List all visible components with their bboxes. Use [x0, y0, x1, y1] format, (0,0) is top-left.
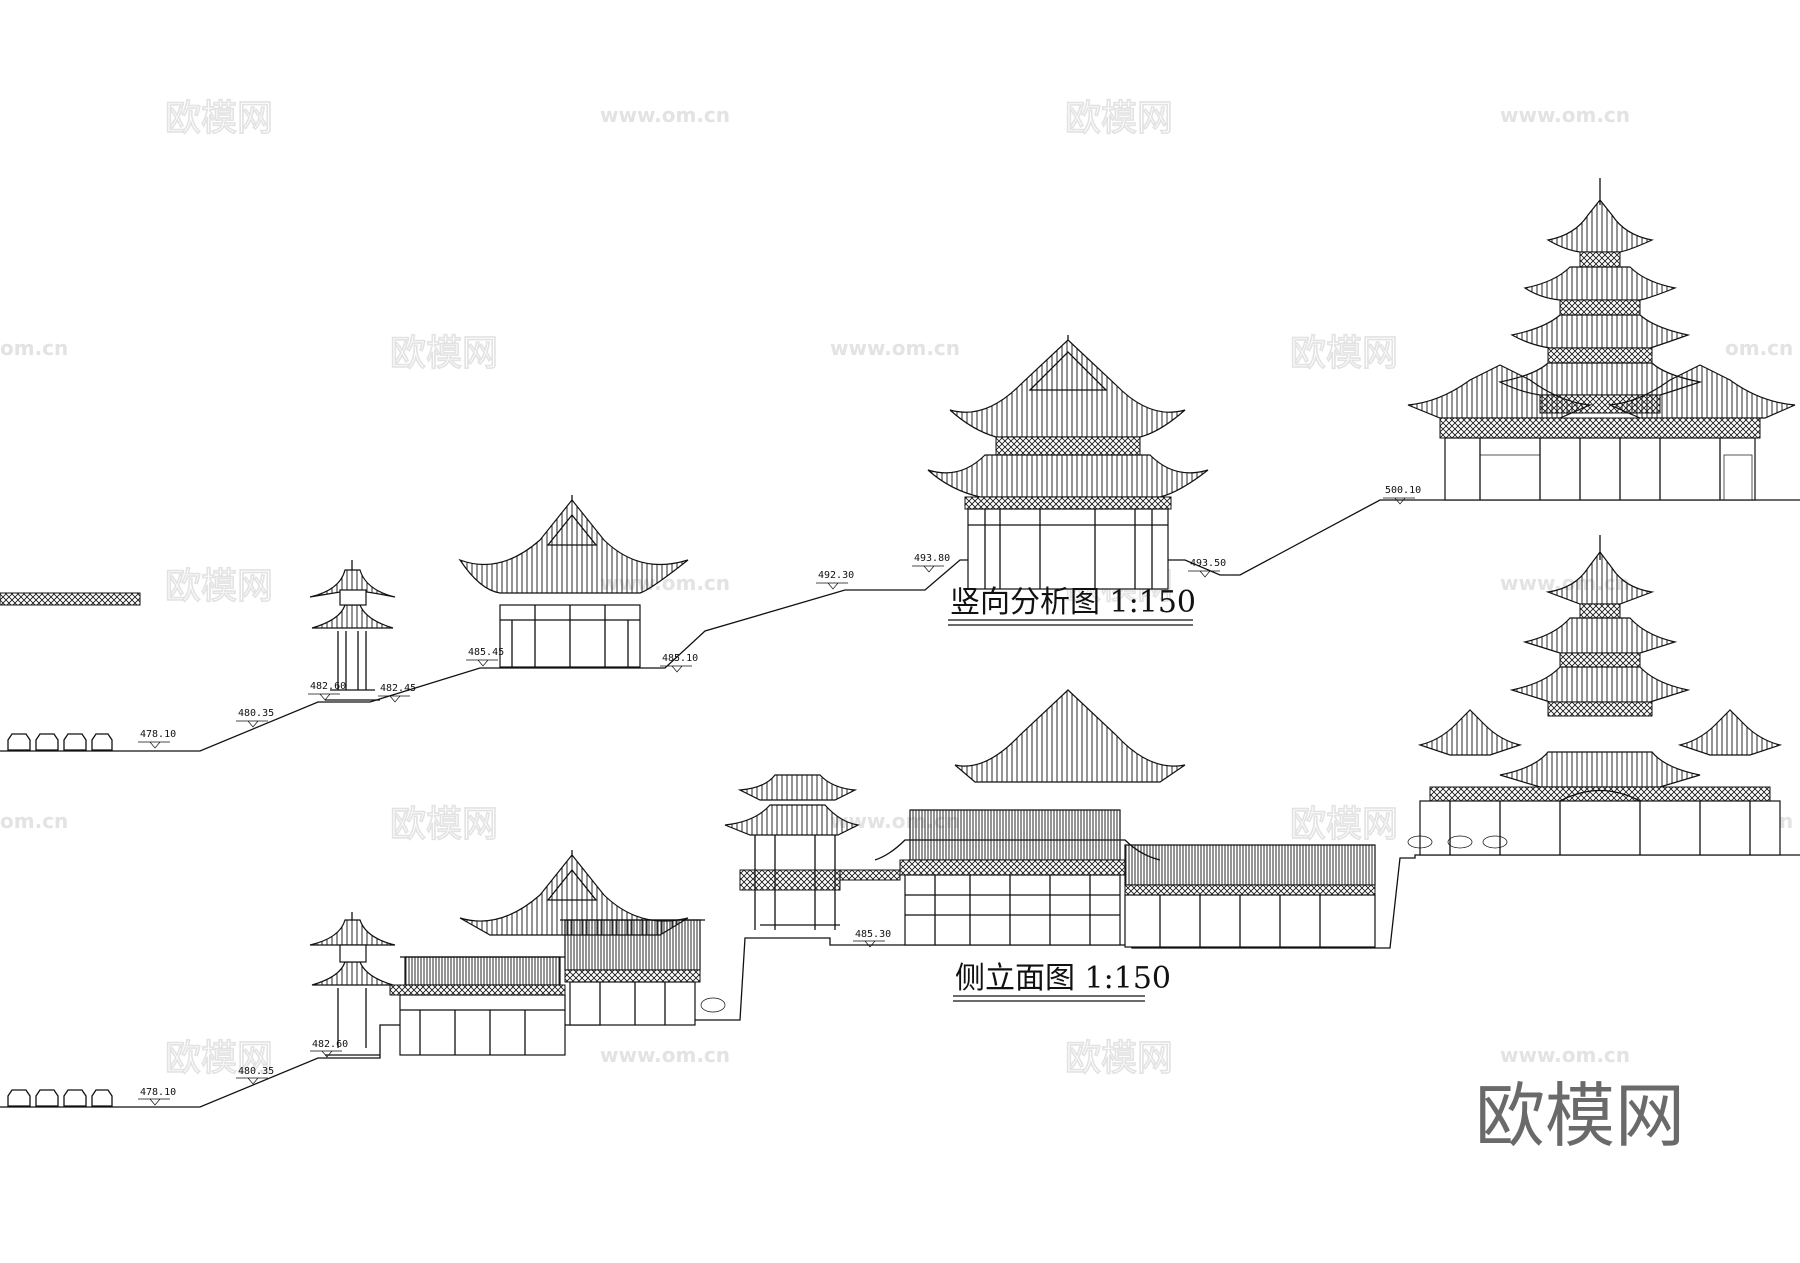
watermark-url: www.om.cn	[1500, 103, 1630, 127]
watermark-url: www.om.cn	[600, 103, 730, 127]
bottom-drawing-title: 侧立面图 1:150	[955, 961, 1171, 996]
terrain-profile-bottom	[0, 854, 1800, 1108]
terrain-profile-top	[0, 499, 1800, 752]
elevation-label: 480.35	[238, 708, 274, 719]
watermark-brand: 欧模网	[165, 98, 273, 139]
elevation-label: 478.10	[140, 1087, 176, 1098]
watermark-url: www.om.cn	[1500, 1043, 1630, 1067]
elevation-label: 500.10	[1385, 485, 1421, 496]
car-row-bottom	[7, 1089, 113, 1107]
hall-one-top	[0, 495, 689, 668]
elevation-label: 478.10	[140, 729, 176, 740]
elevation-label: 482.45	[380, 683, 416, 694]
top-elevation-drawing: 竖向分析图 1:150 478.10 480.35 482.60 482.45 …	[0, 178, 1800, 752]
elevation-label: 482.60	[310, 681, 346, 692]
pagoda-top	[1407, 178, 1796, 501]
watermark-brand: 欧模网	[390, 804, 498, 845]
bottom-elevation-drawing: 侧立面图 1:150 478.10 480.35 482.60 485.30	[0, 535, 1800, 1108]
pagoda-bottom	[1407, 535, 1783, 856]
title-underline	[948, 619, 1193, 626]
lower-hall-complex	[389, 850, 726, 1056]
watermark-url: www.om.cn	[600, 1043, 730, 1067]
watermark-brand: 欧模网	[165, 1038, 273, 1079]
watermark-brand: 欧模网	[1290, 804, 1398, 845]
elevation-markers-top: 478.10 480.35 482.60 482.45 485.45 485.1…	[138, 485, 1421, 749]
small-pavilion-bottom	[309, 912, 396, 1056]
watermark-brand: 欧模网	[1065, 1038, 1173, 1079]
watermark-url: om.cn	[1725, 336, 1793, 360]
elevation-label: 493.80	[914, 553, 950, 564]
middle-hall-complex	[724, 689, 1376, 948]
title-underline	[953, 995, 1145, 1002]
small-pavilion-top	[309, 560, 396, 701]
watermark-url: www.om.cn	[830, 336, 960, 360]
elevation-label: 480.35	[238, 1066, 274, 1077]
car-row-top	[7, 733, 113, 751]
watermark-brand: 欧模网	[390, 333, 498, 374]
elevation-label: 482.60	[312, 1039, 348, 1050]
watermark-url: om.cn	[0, 809, 68, 833]
elevation-label: 485.30	[855, 929, 891, 940]
elevation-label: 485.10	[662, 653, 698, 664]
elevation-label: 492.30	[818, 570, 854, 581]
elevation-label: 485.45	[468, 647, 504, 658]
elevation-label: 493.50	[1190, 558, 1226, 569]
hall-two-top	[927, 335, 1209, 590]
watermark-brand: 欧模网	[1290, 333, 1398, 374]
watermark-brand: 欧模网	[165, 566, 273, 607]
site-logo-text: 欧模网	[1475, 1075, 1685, 1157]
top-drawing-title: 竖向分析图 1:150	[950, 585, 1196, 620]
watermark-layer: 欧模网 www.om.cn 欧模网 www.om.cn om.cn 欧模网 ww…	[0, 98, 1793, 1080]
watermark-brand: 欧模网	[1065, 98, 1173, 139]
watermark-url: om.cn	[0, 336, 68, 360]
elevation-markers-bottom: 478.10 480.35 482.60 485.30	[138, 929, 891, 1106]
